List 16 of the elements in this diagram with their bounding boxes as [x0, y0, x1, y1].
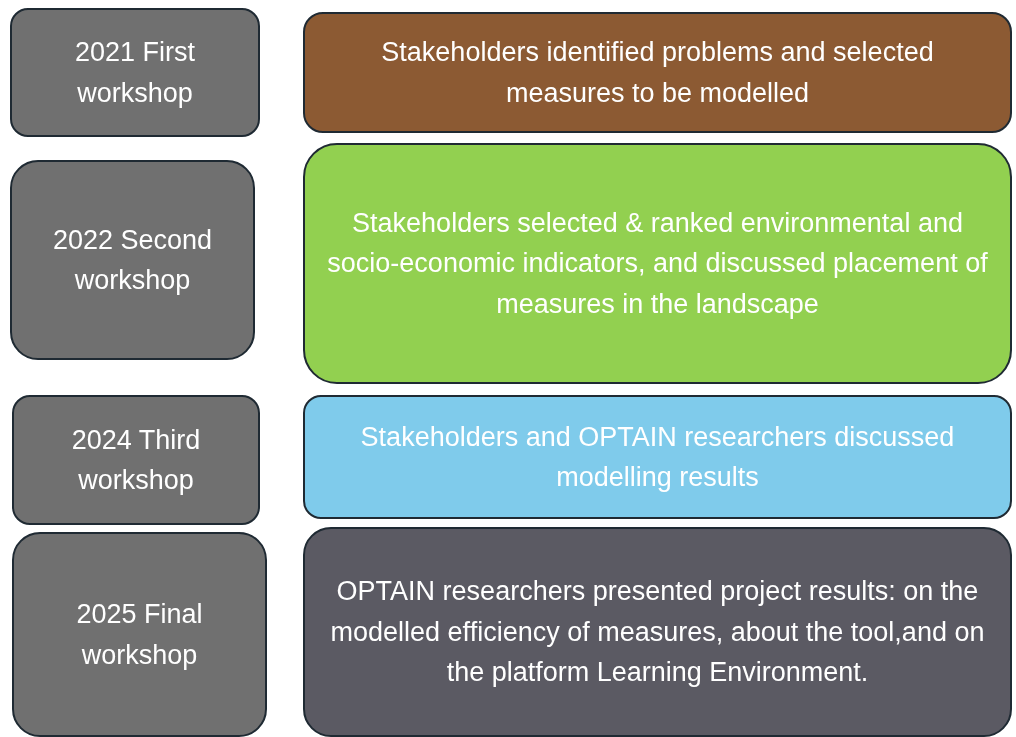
description-box: [303, 527, 1012, 737]
node-text: Stakeholders selected & ranked environmental and socio-economic indicators, and discussed placement of measures in the landscape: [326, 206, 989, 321]
workshop-label-box: [10, 160, 255, 360]
description-box: [303, 143, 1012, 384]
node-text: OPTAIN researchers presented project results: on the modelled efficiency of measures, about the tool,and on the platform Learning Environment.: [329, 575, 986, 690]
node-text: 2024 Third workshop: [70, 423, 202, 497]
description-box: [303, 395, 1012, 519]
description-box: [303, 12, 1012, 133]
node-text: Stakeholders identified problems and selected measures to be modelled: [380, 36, 935, 110]
workshop-label-box: [12, 532, 267, 737]
node-text: Stakeholders and OPTAIN researchers discussed modelling results: [359, 420, 956, 494]
node-text: 2021 First workshop: [73, 36, 197, 110]
node-text: 2022 Second workshop: [51, 223, 214, 297]
workshop-label-box: [10, 8, 260, 137]
workshop-label-box: [12, 395, 260, 525]
node-text: 2025 Final workshop: [75, 598, 204, 672]
